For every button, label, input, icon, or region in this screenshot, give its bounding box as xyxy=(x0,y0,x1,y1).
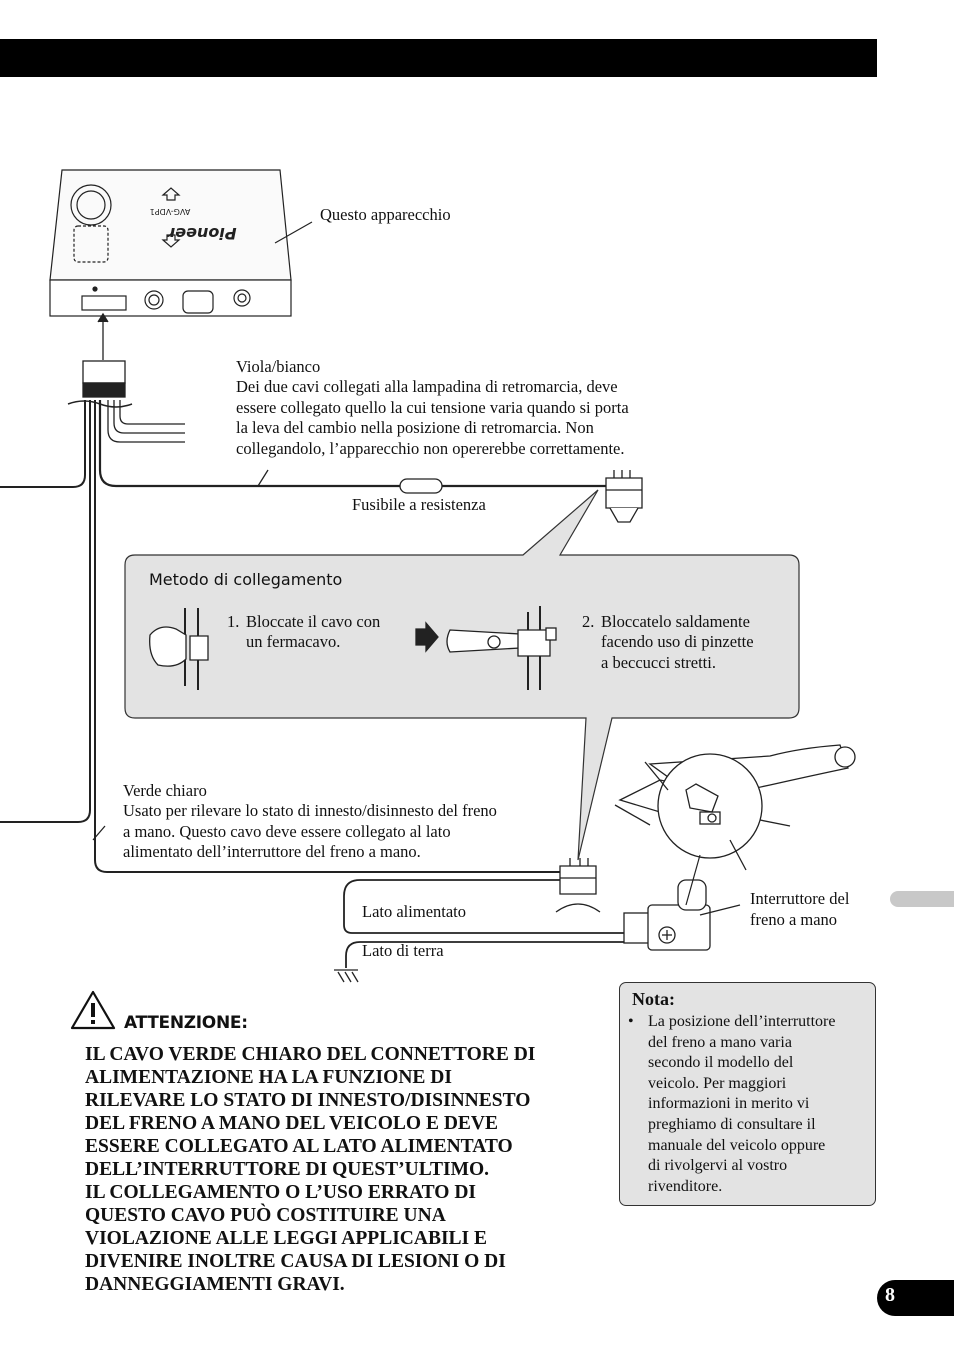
clamp-step-illustrations xyxy=(149,606,557,690)
wiring-diagram: Pioneer AVG-VDP1 xyxy=(0,169,856,983)
warning-line: DELL’INTERRUTTORE DI QUEST’ULTIMO. xyxy=(85,1159,490,1180)
warning-line: ESSERE COLLEGATO AL LATO ALIMENTATO xyxy=(85,1136,513,1157)
note-line: di rivolgervi al vostro xyxy=(648,1157,788,1175)
note-line: La posizione dell’interruttore xyxy=(648,1013,836,1030)
hand-brake-illustration xyxy=(614,744,856,906)
page-number-tab xyxy=(877,1280,954,1316)
cable-clamp-upper xyxy=(605,470,643,523)
note-title: Nota: xyxy=(632,989,675,1009)
power-side-label: Lato alimentato xyxy=(362,902,467,921)
device-model-mark: AVG-VDP1 xyxy=(150,207,191,216)
warning-line: RILEVARE LO STATO DI INNESTO/DISINNESTO xyxy=(85,1090,531,1111)
callout-balloon xyxy=(124,489,800,861)
device-label: Questo apparecchio xyxy=(320,205,451,224)
warning-body: IL CAVO VERDE CHIARO DEL CONNETTORE DI A… xyxy=(85,1043,535,1296)
note-box: Nota: • La posizione dell’interruttore d… xyxy=(619,982,876,1206)
page-number: 8 xyxy=(885,1284,895,1306)
green-wire-title: Verde chiaro xyxy=(123,781,207,800)
cable-clamp-lower xyxy=(555,858,601,913)
note-line: secondo il modello del xyxy=(648,1054,794,1072)
step2-line-3: a beccucci stretti. xyxy=(601,653,716,672)
warning-line: IL CAVO VERDE CHIARO DEL CONNETTORE DI xyxy=(85,1044,536,1065)
violet-wire-line-2: essere collegato quello la cui tensione … xyxy=(236,398,629,417)
note-text: La posizione dell’interruttore del freno… xyxy=(648,1012,835,1197)
warning-line: QUESTO CAVO PUÒ COSTITUIRE UNA xyxy=(85,1205,446,1226)
note-line: preghiamo di consultare il xyxy=(648,1115,816,1133)
note-line: manuale del veicolo oppure xyxy=(648,1136,826,1154)
brake-switch-line-1: Interruttore del xyxy=(750,889,850,908)
note-bullet: • xyxy=(628,1013,634,1030)
step1-line-2: un fermacavo. xyxy=(246,632,341,651)
green-wire-line-3: alimentato dell’interruttore del freno a… xyxy=(123,842,421,861)
warning-heading: ATTENZIONE: xyxy=(124,1013,248,1033)
warning-line: ALIMENTAZIONE HA LA FUNZIONE DI xyxy=(85,1067,452,1088)
warning-line: VIOLAZIONE ALLE LEGGI APPLICABILI E xyxy=(85,1228,488,1249)
violet-wire-line-4: collegandolo, l’apparecchio non operereb… xyxy=(236,439,625,458)
warning-line: DEL FRENO A MANO DEL VEICOLO E DEVE xyxy=(85,1113,499,1134)
ground-side-label: Lato di terra xyxy=(362,941,444,960)
step1-line-1: Bloccate il cavo con xyxy=(246,612,381,631)
warning-line: IL COLLEGAMENTO O L’USO ERRATO DI xyxy=(85,1182,476,1203)
callout-title: Metodo di collegamento xyxy=(149,570,343,589)
device-illustration xyxy=(49,169,313,317)
step2-line-2: facendo uso di pinzette xyxy=(601,632,754,651)
fuse-label: Fusibile a resistenza xyxy=(352,495,486,514)
device-brand-mark: Pioneer xyxy=(166,224,236,243)
step2-number: 2. xyxy=(582,612,595,631)
brake-switch-illustration xyxy=(623,879,741,951)
violet-wire-line-3: la leva del cambio nella posizione di re… xyxy=(236,418,594,437)
header-bar xyxy=(0,39,877,77)
violet-wire-title: Viola/bianco xyxy=(236,357,321,376)
warning-triangle-icon xyxy=(70,990,116,1030)
brake-switch-line-2: freno a mano xyxy=(750,910,838,929)
note-line: informazioni in merito vi xyxy=(648,1095,810,1113)
warning-line: DANNEGGIAMENTI GRAVI. xyxy=(85,1274,345,1295)
note-line: rivenditore. xyxy=(648,1177,723,1195)
section-side-tab xyxy=(890,891,954,907)
note-line: veicolo. Per maggiori xyxy=(648,1074,787,1092)
note-line: del freno a mano varia xyxy=(648,1033,792,1051)
green-wire-line-1: Usato per rilevare lo stato di innesto/d… xyxy=(123,801,497,820)
step1-number: 1. xyxy=(227,612,240,631)
green-wire-line-2: a mano. Questo cavo deve essere collegat… xyxy=(123,822,451,841)
violet-wire-line-1: Dei due cavi collegati alla lampadina di… xyxy=(236,377,618,396)
step2-line-1: Bloccatelo saldamente xyxy=(601,612,750,631)
warning-line: DIVENIRE INOLTRE CAUSA DI LESIONI O DI xyxy=(85,1251,506,1272)
